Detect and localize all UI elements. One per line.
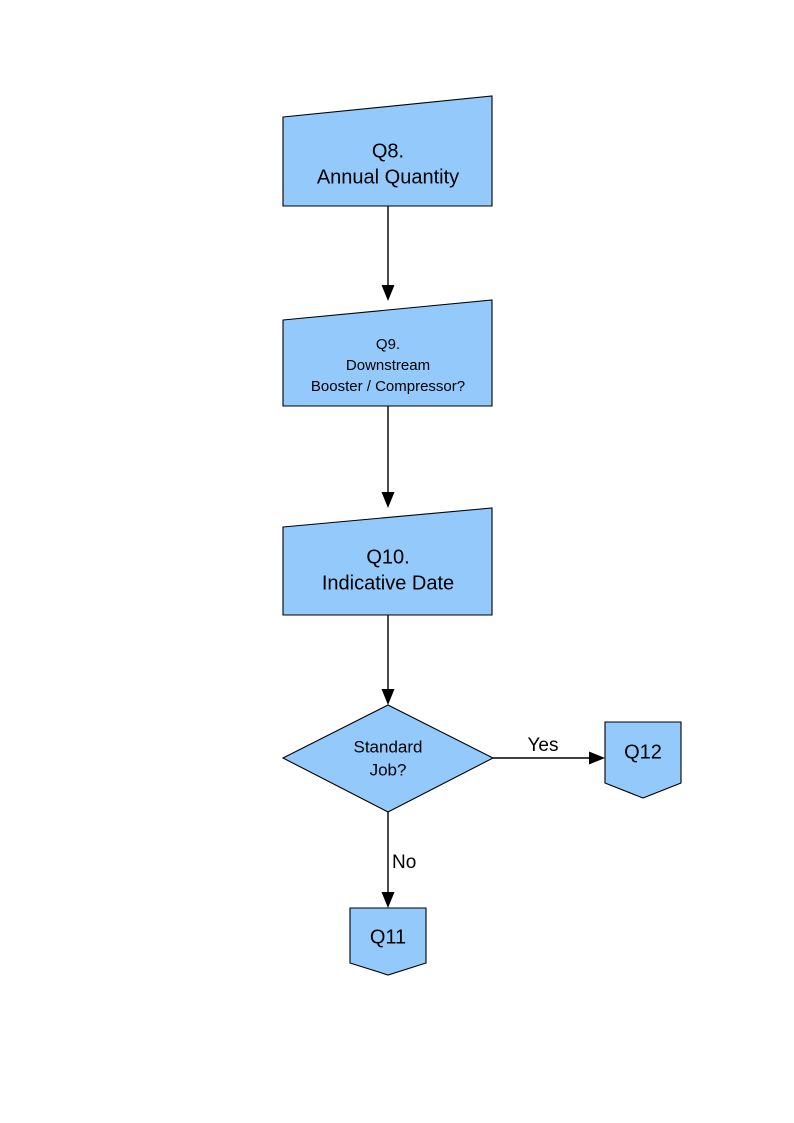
node-q12[interactable]: Q12 (604, 721, 682, 799)
q10-shape[interactable] (282, 507, 493, 616)
q9-label-line3: Booster / Compressor? (311, 378, 465, 395)
node-q11[interactable]: Q11 (349, 907, 427, 976)
edge-q10-to-decision (381, 615, 395, 705)
node-decision-standard-job[interactable]: Standard Job? (281, 704, 495, 813)
edge-q9-to-q10 (381, 406, 395, 508)
q9-label-line1: Q9. (376, 336, 400, 353)
q8-label-line1: Q8. (372, 140, 404, 162)
edge-label-yes: Yes (528, 735, 559, 756)
node-q9[interactable]: Q9. Downstream Booster / Compressor? (282, 299, 493, 407)
q11-shape[interactable] (349, 907, 427, 976)
decision-shape[interactable] (281, 704, 495, 813)
q12-label: Q12 (624, 741, 662, 763)
q10-label-line1: Q10. (366, 546, 409, 568)
q11-label: Q11 (370, 926, 406, 948)
edge-decision-to-q12 (493, 751, 605, 765)
node-q8[interactable]: Q8. Annual Quantity (282, 95, 493, 207)
edge-q8-to-q9 (381, 206, 395, 301)
edge-label-no: No (392, 852, 416, 873)
decision-label-line1: Standard (354, 737, 423, 756)
q8-label-line2: Annual Quantity (317, 166, 459, 188)
edge-decision-to-q11 (381, 812, 395, 908)
q8-shape[interactable] (282, 95, 493, 207)
q9-shape[interactable] (282, 299, 493, 407)
q12-shape[interactable] (604, 721, 682, 799)
decision-label-line2: Job? (370, 760, 407, 779)
node-q10[interactable]: Q10. Indicative Date (282, 507, 493, 616)
q9-label-line2: Downstream (346, 357, 430, 374)
q10-label-line2: Indicative Date (322, 572, 454, 594)
